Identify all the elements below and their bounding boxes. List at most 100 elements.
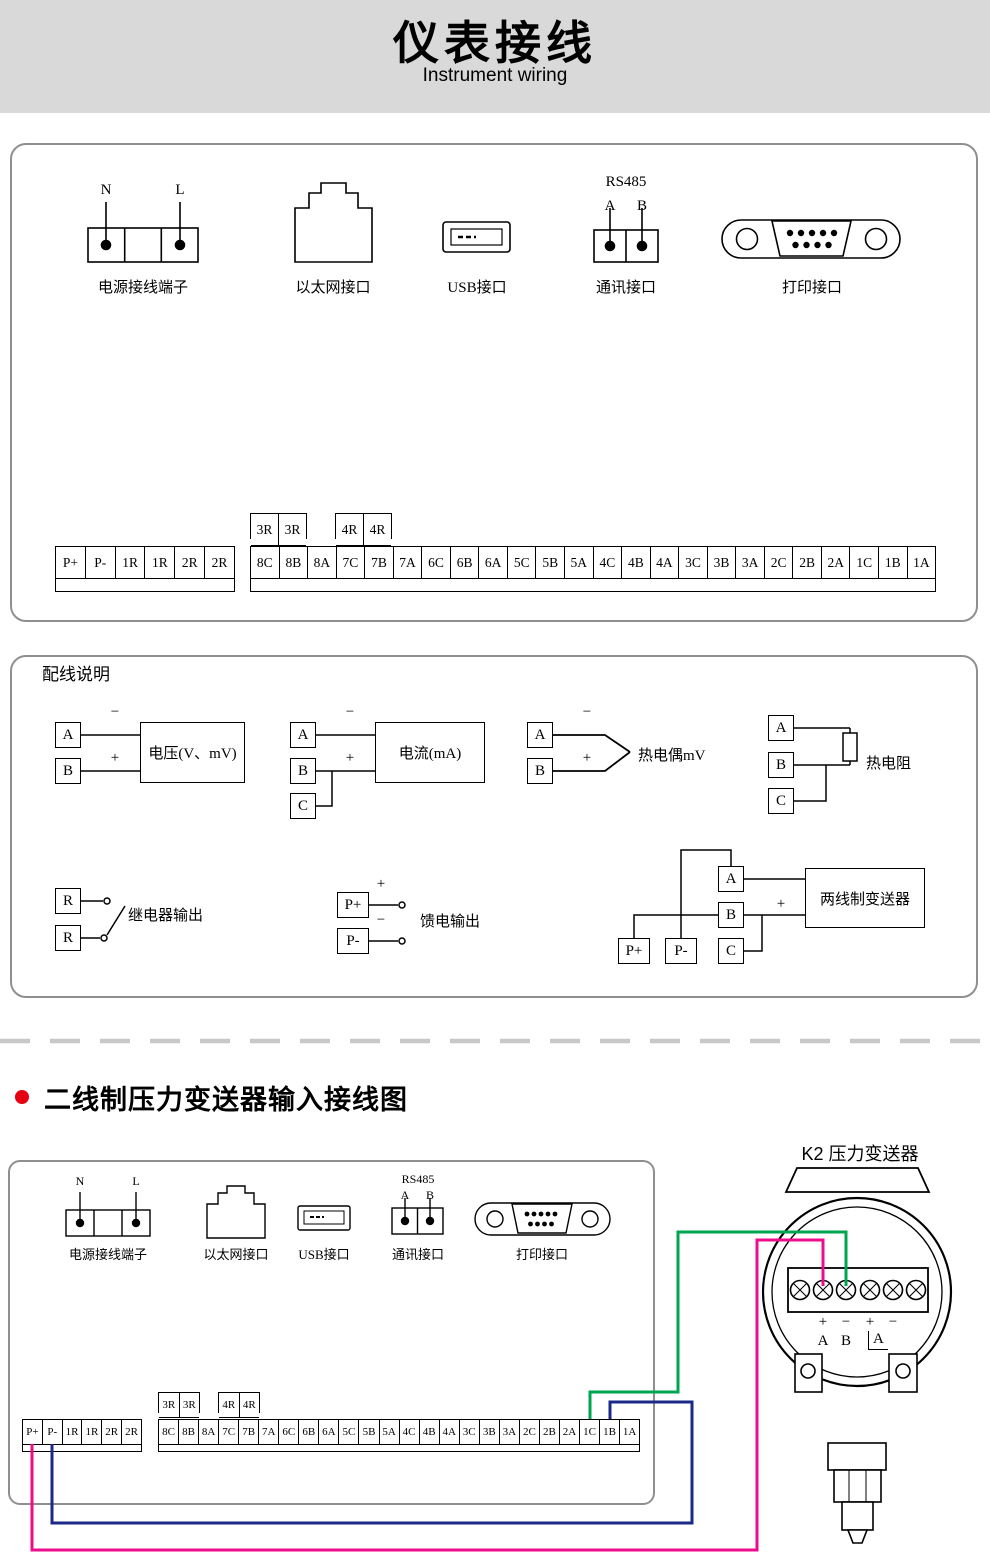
terminal-cell: 1R — [82, 1420, 103, 1445]
terminal-cell: 1A — [620, 1420, 640, 1445]
comm-b-label: B — [636, 198, 647, 214]
current-input-label: 电流(mA) — [375, 722, 485, 783]
terminal-cell: 8C — [251, 547, 280, 579]
terminal-cell: P+ — [23, 1420, 43, 1445]
terminal-cell: 4R — [239, 1393, 259, 1418]
k2-pin-a2: A — [868, 1331, 888, 1350]
terminal-cell: 8C — [159, 1420, 180, 1445]
terminal-cell: 6B — [299, 1420, 320, 1445]
ethernet-caption: 以太网接口 — [295, 280, 371, 296]
terminal-cell: 6C — [279, 1420, 300, 1445]
power-l-label: L — [175, 182, 185, 198]
k2-process-connection — [827, 1442, 887, 1544]
page-title: 仪表接线 — [393, 17, 597, 69]
k2-polarity-3: + — [865, 1314, 875, 1330]
voltage-plus-sign: + — [110, 750, 120, 766]
comm-b-label-small: B — [425, 1188, 434, 1202]
transmitter-terminal-a: A — [718, 866, 744, 892]
terminal-cell: 4C — [593, 547, 623, 579]
terminal-cell: 3C — [459, 1420, 480, 1445]
terminal-cell: P- — [42, 1420, 63, 1445]
comm-rs485-label-small: RS485 — [401, 1172, 435, 1186]
printer-caption: 打印接口 — [781, 280, 842, 296]
k2-transmitter-art — [761, 1167, 953, 1544]
terminal-cell: 6A — [319, 1420, 340, 1445]
wiring-instructions-panel — [10, 655, 978, 998]
k2-terminal-screws — [789, 1279, 927, 1301]
current-terminal-a: A — [290, 722, 316, 748]
k2-polarity-4: − — [888, 1314, 898, 1330]
transmitter-terminal-c: C — [718, 938, 744, 964]
terminal-cell: 5C — [339, 1420, 360, 1445]
comm-rs485-label: RS485 — [605, 174, 647, 190]
terminal-cell: 4R — [219, 1393, 240, 1418]
feed-plus-sign: + — [376, 876, 386, 892]
relay-terminal-r1: R — [55, 888, 81, 914]
terminal-cell: 5B — [359, 1420, 380, 1445]
terminal-cell: 5A — [379, 1420, 400, 1445]
terminal-cell: 4A — [439, 1420, 460, 1445]
printer-caption-small: 打印接口 — [515, 1247, 568, 1262]
terminal-cell: 4R — [364, 514, 391, 546]
rtd-terminal-a: A — [768, 715, 794, 741]
page-header: 仪表接线 Instrument wiring — [0, 0, 990, 113]
current-plus-sign: + — [345, 750, 355, 766]
k2-polarity-2: − — [841, 1314, 851, 1330]
comm-a-label: A — [604, 198, 616, 214]
thermocouple-label: 热电偶mV — [638, 748, 706, 764]
terminal-cell: P- — [85, 547, 116, 579]
voltage-input-label: 电压(V、mV) — [140, 722, 245, 783]
power-caption: 电源接线端子 — [97, 280, 188, 296]
power-caption-small: 电源接线端子 — [68, 1247, 147, 1262]
terminal-cell: 8B — [279, 547, 309, 579]
terminal-cell: 1B — [879, 547, 908, 579]
relay-output-label: 继电器输出 — [128, 908, 204, 924]
terminal-cell: 4C — [399, 1420, 420, 1445]
transmitter-plus-sign: + — [776, 896, 786, 912]
terminal-cell: 4B — [419, 1420, 440, 1445]
feed-minus-sign: − — [376, 912, 386, 928]
section-title: 二线制压力变送器输入接线图 — [44, 1085, 408, 1115]
thermocouple-plus-sign: + — [582, 750, 592, 766]
terminal-cell: 1R — [62, 1420, 83, 1445]
terminal-cell: 1A — [907, 547, 936, 579]
terminal-cell: 1B — [600, 1420, 621, 1445]
terminal-cell: 1C — [579, 1420, 601, 1445]
terminal-cell: 5B — [536, 547, 566, 579]
power-n-label: N — [100, 182, 112, 198]
terminal-cell: 3R — [159, 1393, 180, 1418]
transmitter-terminal-pplus: P+ — [618, 938, 650, 964]
page-subtitle: Instrument wiring — [422, 64, 568, 86]
k2-pin-a: A — [817, 1333, 829, 1349]
current-minus-sign: − — [345, 704, 355, 720]
terminal-cell: 4R — [336, 514, 364, 546]
ethernet-caption-small: 以太网接口 — [203, 1247, 269, 1262]
comm-a-label-small: A — [400, 1188, 410, 1202]
terminal-cell: 3A — [736, 547, 765, 579]
k2-pin-b: B — [840, 1333, 851, 1349]
terminal-cell: 2B — [539, 1420, 560, 1445]
terminal-cell: P+ — [56, 547, 86, 579]
terminal-cell: 6A — [479, 547, 508, 579]
terminal-cell: 2A — [821, 547, 851, 579]
terminal-cell: 5C — [507, 547, 537, 579]
rtd-terminal-c: C — [768, 788, 794, 814]
terminal-cell: 2A — [559, 1420, 580, 1445]
terminal-cell: 4A — [650, 547, 680, 579]
transmitter-terminal-b: B — [718, 902, 744, 928]
voltage-minus-sign: − — [110, 704, 120, 720]
two-wire-transmitter-label: 两线制变送器 — [805, 868, 925, 928]
voltage-terminal-b: B — [55, 758, 81, 784]
thermocouple-minus-sign: − — [582, 704, 592, 720]
terminal-cell: 2R — [122, 1420, 141, 1445]
terminal-cell: 2C — [764, 547, 794, 579]
terminal-cell: 6B — [450, 547, 480, 579]
terminal-cell: 4B — [622, 547, 651, 579]
terminal-cell: 8A — [199, 1420, 220, 1445]
